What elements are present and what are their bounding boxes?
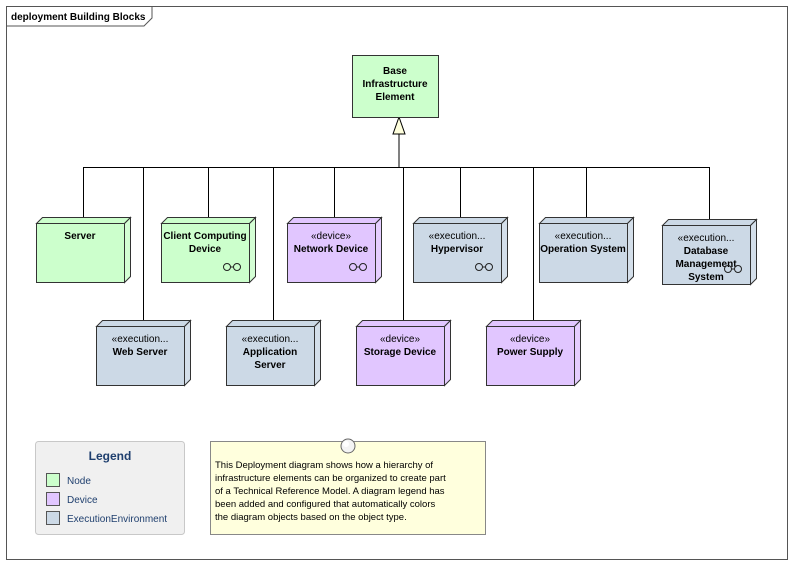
generalization-arrowhead: [392, 115, 406, 135]
legend-swatch: [46, 492, 60, 506]
note-pin-highlight: [343, 441, 349, 447]
legend-label: Device: [67, 495, 98, 506]
link-icon: [724, 265, 742, 273]
node-stereotype: «device»: [380, 334, 420, 345]
node-side-face: [750, 218, 757, 286]
legend-item-device: Device: [46, 492, 98, 506]
node-name: Base: [383, 66, 407, 77]
node-name: Client Computing: [163, 231, 246, 242]
node-front-face: [226, 326, 315, 386]
node-name: Storage Device: [364, 347, 437, 358]
node-stereotype: «device»: [311, 231, 351, 242]
note: This Deployment diagram shows how a hier…: [210, 438, 486, 535]
legend-swatch: [46, 473, 60, 487]
node-stereotype: «execution...: [555, 231, 612, 242]
node-front-face: [96, 326, 185, 386]
node-name: Hypervisor: [431, 244, 483, 255]
node-name: Database: [684, 246, 729, 257]
note-line: infrastructure elements can be organized…: [215, 473, 446, 484]
legend-box: [35, 441, 185, 535]
link-icon: [349, 263, 367, 271]
node-front-face: [161, 223, 250, 283]
frame-title: deployment Building Blocks: [11, 12, 146, 23]
node-top-face: [286, 217, 383, 224]
node-top-face: [538, 217, 635, 224]
node-name: System: [688, 272, 724, 283]
legend-item-execution: ExecutionEnvironment: [46, 511, 167, 525]
node-name: Server: [64, 231, 95, 242]
legend-item-node: Node: [46, 473, 91, 487]
node-front-face: [36, 223, 125, 283]
node-front-face: [486, 326, 575, 386]
node-top-face: [35, 217, 132, 224]
node-side-face: [184, 319, 191, 387]
node-side-face: [249, 216, 256, 284]
node-front-face: [356, 326, 445, 386]
node-name: Power Supply: [497, 347, 564, 358]
node-name: Application: [243, 347, 297, 358]
node-top-face: [355, 320, 452, 327]
note-line: of a Technical Reference Model. A diagra…: [215, 486, 445, 497]
node-side-face: [314, 319, 321, 387]
node-stereotype: «execution...: [678, 233, 735, 244]
note-box: [210, 441, 486, 535]
node-top-face: [412, 217, 509, 224]
generalization-edges: [83, 115, 710, 320]
legend-title: Legend: [89, 449, 132, 463]
frame-title-tab: [6, 6, 153, 27]
node-front-face: [287, 223, 376, 283]
node-name: Element: [376, 92, 416, 103]
node-side-face: [501, 216, 508, 284]
node-name: Infrastructure: [362, 79, 427, 90]
note-line: been added and configured that automatic…: [215, 499, 435, 510]
node-top-face: [661, 219, 758, 226]
node-stereotype: «execution...: [112, 334, 169, 345]
link-icon: [475, 263, 493, 271]
node-front-face: [413, 223, 502, 283]
node-name: Server: [254, 360, 285, 371]
node-side-face: [444, 319, 451, 387]
node-name: Operation System: [540, 244, 626, 255]
node-stereotype: «execution...: [429, 231, 486, 242]
node-front-face: [662, 225, 751, 285]
node-name: Web Server: [113, 347, 168, 358]
node-server[interactable]: Server: [35, 216, 132, 284]
node-front-face: [539, 223, 628, 283]
legend-label: ExecutionEnvironment: [67, 514, 167, 525]
node-name: Network Device: [294, 244, 369, 255]
legend-swatch: [46, 511, 60, 525]
node-side-face: [375, 216, 382, 284]
node-top-face: [485, 320, 582, 327]
node-webserver[interactable]: «execution... Web Server: [95, 319, 192, 387]
legend-label: Node: [67, 476, 91, 487]
node-top-face: [160, 217, 257, 224]
node-power[interactable]: «device» Power Supply: [485, 319, 582, 387]
node-side-face: [124, 216, 131, 284]
node-name: Management: [675, 259, 737, 270]
note-line: This Deployment diagram shows how a hier…: [215, 460, 433, 471]
node-side-face: [627, 216, 634, 284]
node-top-face: [95, 320, 192, 327]
note-text: This Deployment diagram shows how a hier…: [215, 460, 448, 523]
node-hypervisor[interactable]: «execution... Hypervisor: [412, 216, 509, 284]
note-line: the diagram objects based on the object …: [215, 512, 407, 523]
node-stereotype: «execution...: [242, 334, 299, 345]
node-storage[interactable]: «device» Storage Device: [355, 319, 452, 387]
node-stereotype: «device»: [510, 334, 550, 345]
node-opsys[interactable]: «execution... Operation System: [538, 216, 635, 284]
node-name: Device: [189, 244, 222, 255]
node-top-face: [225, 320, 322, 327]
node-network[interactable]: «device» Network Device: [286, 216, 383, 284]
link-icon: [223, 263, 241, 271]
node-body: [352, 55, 439, 118]
node-side-face: [574, 319, 581, 387]
